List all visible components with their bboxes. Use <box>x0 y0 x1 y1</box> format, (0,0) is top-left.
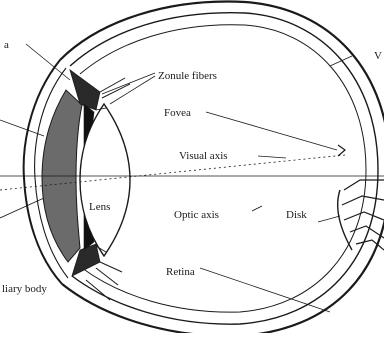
iris-label: a <box>4 39 9 51</box>
vitreous-label: V <box>374 50 382 62</box>
zonule-fibers-label: Zonule fibers <box>158 70 217 82</box>
fovea-pit <box>338 145 345 156</box>
optic-axis-label: Optic axis <box>174 209 219 221</box>
retina-label: Retina <box>166 266 195 278</box>
ciliary-body-label: liary body <box>2 283 47 295</box>
disk-label: Disk <box>286 209 307 221</box>
lens-label: Lens <box>89 201 110 213</box>
fovea-label: Fovea <box>164 107 191 119</box>
visual-axis-label: Visual axis <box>179 150 228 162</box>
